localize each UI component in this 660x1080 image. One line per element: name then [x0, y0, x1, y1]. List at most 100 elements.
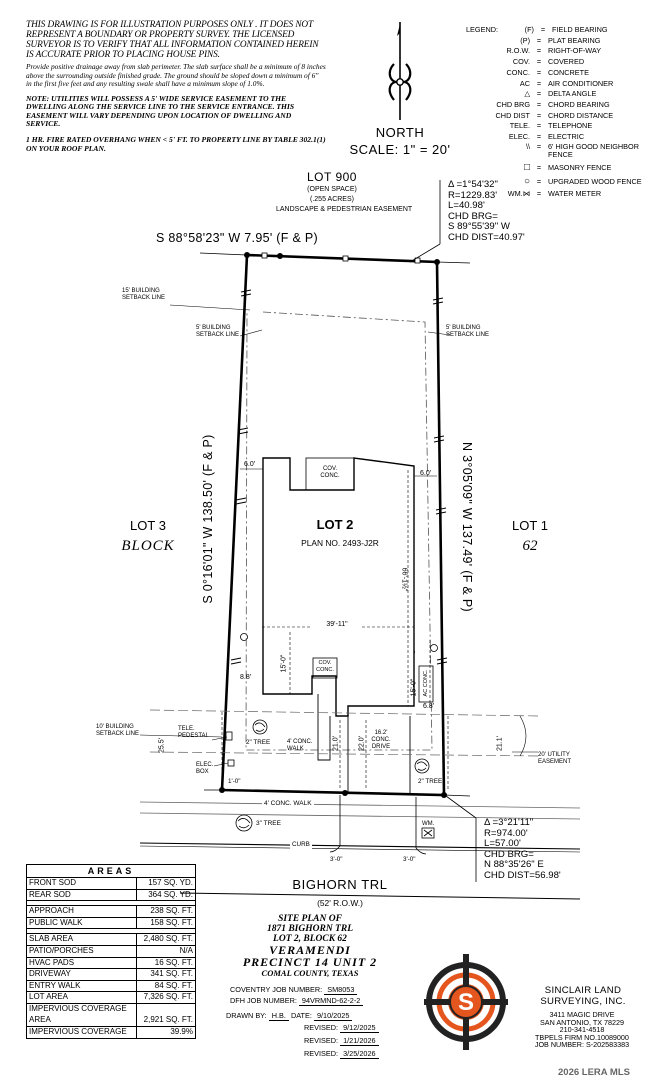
revision-2: REVISED: 1/21/2026 — [304, 1036, 379, 1046]
north-arrow-icon — [388, 22, 412, 120]
ac-conc-text: CONC. — [423, 669, 429, 688]
legend-row: △=DELTA ANGLE — [466, 89, 656, 100]
legend-row: ○=UPGRADED WOOD FENCE — [466, 176, 656, 187]
legend-value: COVERED — [548, 57, 585, 67]
legend-row: R.O.W.=RIGHT-OF-WAY — [466, 46, 656, 57]
legend: LEGEND:(F)=FIELD BEARING (P)=PLAT BEARIN… — [466, 25, 656, 200]
legend-row: CHD DIST=CHORD DISTANCE — [466, 111, 656, 122]
curve-bottom-chord-bearing-label: CHD BRG= — [484, 848, 534, 860]
legend-row: \\=6' HIGH GOOD NEIGHBOR FENCE — [466, 141, 656, 160]
fire-note: 1 HR. FIRE RATED OVERHANG WHEN < 5' FT. … — [26, 135, 326, 153]
firm-name-line1: SINCLAIR LAND — [544, 985, 622, 996]
curve-bottom-chord-distance: CHD DIST=56.98' — [484, 869, 561, 881]
legend-value: 6' HIGH GOOD NEIGHBOR FENCE — [548, 141, 639, 160]
legend-value: FIELD BEARING — [552, 25, 608, 34]
curve-radius: R=1229.83' — [448, 189, 498, 201]
drive-conc: CONC. — [371, 737, 391, 743]
drive-text: DRIVE — [371, 744, 391, 750]
legend-row: COV.=COVERED — [466, 57, 656, 68]
area-value: N/A — [179, 945, 193, 955]
area-value: 7,326 SQ. FT. — [143, 992, 193, 1002]
ac-conc-label: AC CONC. — [423, 667, 429, 699]
legend-key: CHD BRG — [496, 99, 530, 109]
ac-label: AC — [423, 688, 429, 697]
lot900-label: LOT 900 — [307, 170, 357, 184]
revised-label: REVISED: — [304, 1023, 339, 1032]
tele-line1: TELE. — [178, 726, 195, 732]
area-value: 84 SQ. FT. — [154, 980, 193, 990]
legend-row: □=MASONRY FENCE — [466, 161, 656, 174]
revised-label: REVISED: — [304, 1036, 339, 1045]
firm-address: 3411 MAGIC DRIVE SAN ANTONIO, TX 78229 2… — [506, 1011, 658, 1049]
legend-key: R.O.W. — [506, 46, 530, 56]
revision-1: REVISED: 9/12/2025 — [304, 1023, 379, 1033]
setback-5-left-line2: SETBACK LINE — [196, 332, 240, 338]
utility-line2: EASEMENT — [538, 759, 572, 765]
title-line-5: PRECINCT 14 UNIT 2 — [242, 955, 378, 969]
dim-21-1: 21.1' — [496, 736, 504, 751]
revision-date: 9/12/2025 — [340, 1023, 379, 1033]
open-space-label: (OPEN SPACE) — [307, 186, 357, 193]
utility-line1: 20' UTILITY — [538, 752, 570, 758]
fence-icon: \\ — [525, 141, 530, 151]
dim-1-0: 1'-0" — [228, 778, 241, 785]
block-number-label: 62 — [522, 538, 538, 554]
conc-walk-street-label: 4' CONC. WALK — [262, 800, 314, 808]
cov-conc-front-line2: CONC. — [316, 666, 334, 673]
cov-conc-top-line1: COV. — [322, 466, 338, 472]
curve-length: L=40.98' — [448, 200, 485, 212]
tree-icon — [235, 719, 430, 832]
masonry-fence-icon: □ — [523, 161, 530, 173]
curve-bottom-data: Δ =3°21'11" R=974.00' L=57.00' CHD BRG= … — [484, 817, 561, 882]
revision-date: 3/25/2026 — [340, 1049, 379, 1059]
setback-10-line2: SETBACK LINE — [96, 731, 140, 737]
curve-bottom-length: L=57.00' — [484, 838, 521, 850]
legend-value: ELECTRIC — [548, 132, 585, 142]
setback-5-right-line2: SETBACK LINE — [446, 332, 490, 338]
area-name: PUBLIC WALK — [27, 917, 137, 929]
tree-right-label: 2" TREE — [418, 778, 443, 785]
coventry-label: COVENTRY JOB NUMBER: — [230, 985, 323, 994]
cov-conc-front: COV.CONC. — [313, 660, 337, 673]
drive-width: 16.2' — [374, 730, 388, 736]
legend-row: WM.⋈=WATER METER — [466, 189, 656, 200]
coventry-job: COVENTRY JOB NUMBER: SM8053 — [230, 985, 358, 995]
conc-walk-lot-label: 4' CONC.WALK — [287, 739, 312, 753]
coventry-value: SM8053 — [324, 985, 358, 995]
dim-15-right: 15'-0" — [410, 678, 418, 697]
legend-value: RIGHT-OF-WAY — [548, 46, 602, 56]
cov-conc-top: COV.CONC. — [306, 466, 354, 480]
street-row: (52' R.O.W.) — [317, 898, 363, 908]
utilities-note: NOTE: UTILITIES WILL POSSESS A 5' WIDE S… — [26, 93, 295, 128]
area-name: FRONT SOD — [27, 878, 137, 889]
north-label-block: NORTH SCALE: 1" = 20' — [340, 124, 460, 158]
curve-chord-bearing: S 89°55'39" W — [448, 221, 510, 233]
dfh-job: DFH JOB NUMBER: 94VRMND-62-2-2 — [230, 996, 364, 1006]
area-value: 16 SQ. FT. — [154, 957, 193, 967]
legend-value: UPGRADED WOOD FENCE — [548, 176, 642, 186]
legend-key: CONC. — [506, 67, 530, 77]
curve-bottom-delta: Δ =3°21'11" — [484, 817, 534, 828]
firm-name: SINCLAIR LAND SURVEYING, INC. — [508, 985, 658, 1007]
setback-10-line1: 10' BUILDING — [96, 724, 134, 730]
dim-21-0: 21.0' — [332, 736, 340, 751]
curve-chord-bearing-label: CHD BRG= — [448, 210, 498, 222]
legend-value: AIR CONDITIONER — [548, 78, 614, 88]
revised-label: REVISED: — [304, 1049, 339, 1058]
area-name: APPROACH — [27, 906, 137, 917]
dim-66: 66'-1½" — [400, 567, 408, 592]
wm-label: WM. — [422, 821, 435, 827]
mls-watermark: 2026 LERA MLS — [558, 1067, 630, 1078]
areas-title: AREAS — [27, 865, 195, 878]
legend-value: DELTA ANGLE — [548, 89, 597, 99]
elec-line1: ELEC. — [196, 762, 214, 768]
area-value: 2,480 SQ. FT. — [143, 934, 193, 944]
north-label: NORTH — [375, 125, 425, 140]
legend-row: LEGEND:(F)=FIELD BEARING — [466, 25, 656, 36]
legend-value: TELEPHONE — [548, 121, 593, 131]
